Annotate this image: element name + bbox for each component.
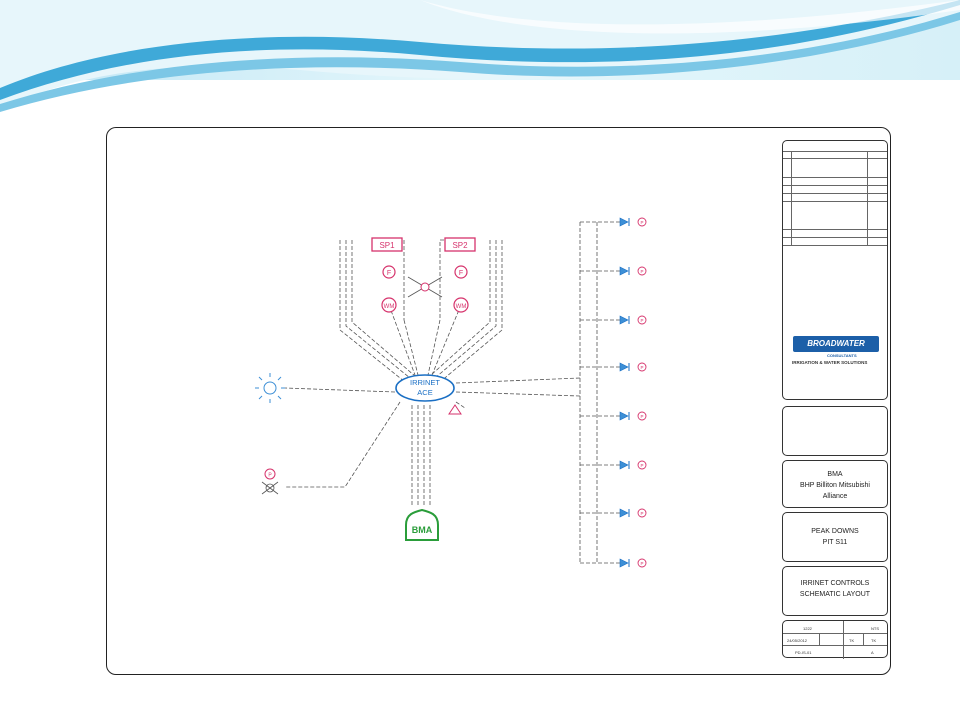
fault-sensor-left-icon: F (382, 265, 396, 279)
water-meter-left-icon: WM (381, 297, 397, 313)
pump-label: P (640, 220, 643, 225)
company-tagline: IRRIGATION & WATER SOLUTIONS (792, 360, 868, 365)
general-notes-block (782, 406, 888, 456)
sprinkler-valve-icon (619, 315, 630, 325)
meter-left-label: WM (384, 304, 395, 310)
checked-by: TK (871, 638, 877, 643)
pump-icon: P (637, 217, 647, 227)
drawn-by: TK (849, 638, 855, 643)
sp2-box (444, 237, 476, 252)
revision-value: A (871, 650, 874, 655)
pump-label: P (640, 269, 643, 274)
valve-cross-icon (407, 276, 443, 298)
pump-icon: P (637, 411, 647, 421)
broadwater-logo: BROADWATER (793, 336, 879, 352)
header-wave-banner (0, 0, 960, 112)
motor-cross-icon (261, 481, 279, 495)
sprinkler-valve-icon (619, 411, 630, 421)
client-line-1: BMA (827, 471, 843, 478)
pump-icon: P (264, 468, 276, 480)
project-block: PEAK DOWNS PIT S11 (782, 512, 888, 562)
drawing-line-2: SCHEMATIC LAYOUT (799, 591, 871, 598)
fault-warning-icon (448, 404, 462, 415)
pump-icon: P (637, 266, 647, 276)
fault-sensor-right-icon: F (454, 265, 468, 279)
sp2-label: SP2 (452, 241, 468, 250)
drawing-details-block: 1222 NTS 24/05/2012 TK TK PD-IS-01 A (782, 620, 888, 659)
controller-line-1: IRRINET (410, 378, 440, 387)
fault-right-label: F (459, 270, 463, 277)
controller-line-2: ACE (417, 388, 432, 397)
sp1-box (371, 237, 403, 252)
pump-icon: P (637, 315, 647, 325)
company-sub: CONSULTANTS (827, 353, 857, 358)
sp1-label: SP1 (379, 241, 395, 250)
project-line-2: PIT S11 (822, 539, 848, 546)
meter-right-label: WM (456, 304, 467, 310)
sprinkler-valve-icon (619, 558, 630, 568)
sprinkler-valve-icon (619, 217, 630, 227)
job-number: 1222 (803, 626, 812, 631)
drawing-line-1: IRRINET CONTROLS (800, 580, 870, 587)
date-value: 24/05/2012 (787, 638, 808, 643)
sprinkler-valve-icon (619, 266, 630, 276)
drawing-title-block: IRRINET CONTROLS SCHEMATIC LAYOUT (782, 566, 888, 616)
drawing-sheet (106, 127, 891, 675)
pump-left-label: P (268, 473, 272, 479)
pump-label: P (640, 561, 643, 566)
pump-icon: P (637, 362, 647, 372)
scale-value: NTS (871, 626, 879, 631)
client-block: BMA BHP Billiton Mitsubishi Alliance (782, 460, 888, 508)
sprinkler-valve-icon (619, 362, 630, 372)
bma-logo: BMA (405, 508, 439, 541)
drawing-number: PD-IS-01 (795, 650, 812, 655)
pump-label: P (640, 463, 643, 468)
pump-icon: P (637, 508, 647, 518)
pump-label: P (640, 414, 643, 419)
irrinet-controller: IRRINET ACE (395, 374, 455, 402)
fault-left-label: F (387, 270, 391, 277)
pump-label: P (640, 365, 643, 370)
sprinkler-valve-icon (619, 460, 630, 470)
pump-icon: P (637, 460, 647, 470)
water-meter-right-icon: WM (453, 297, 469, 313)
pump-label: P (640, 511, 643, 516)
pump-icon: P (637, 558, 647, 568)
sprinkler-valve-icon (619, 508, 630, 518)
client-line-2: BHP Billiton Mitsubishi (800, 482, 870, 489)
revision-block: BROADWATER CONSULTANTS IRRIGATION & WATE… (782, 140, 888, 400)
company-name: BROADWATER (807, 339, 865, 348)
client-line-3: Alliance (822, 493, 848, 500)
weather-station-sun-icon (255, 373, 285, 403)
bma-logo-text: BMA (412, 525, 433, 535)
pump-label: P (640, 318, 643, 323)
project-line-1: PEAK DOWNS (811, 528, 859, 535)
